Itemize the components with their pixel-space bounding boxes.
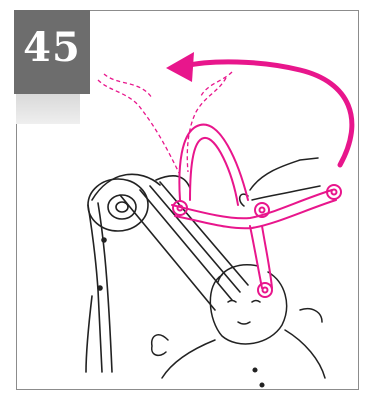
motion-arrow [166,52,352,165]
child-figure [152,265,325,387]
harness [172,125,341,297]
harness-ghost [98,72,232,175]
